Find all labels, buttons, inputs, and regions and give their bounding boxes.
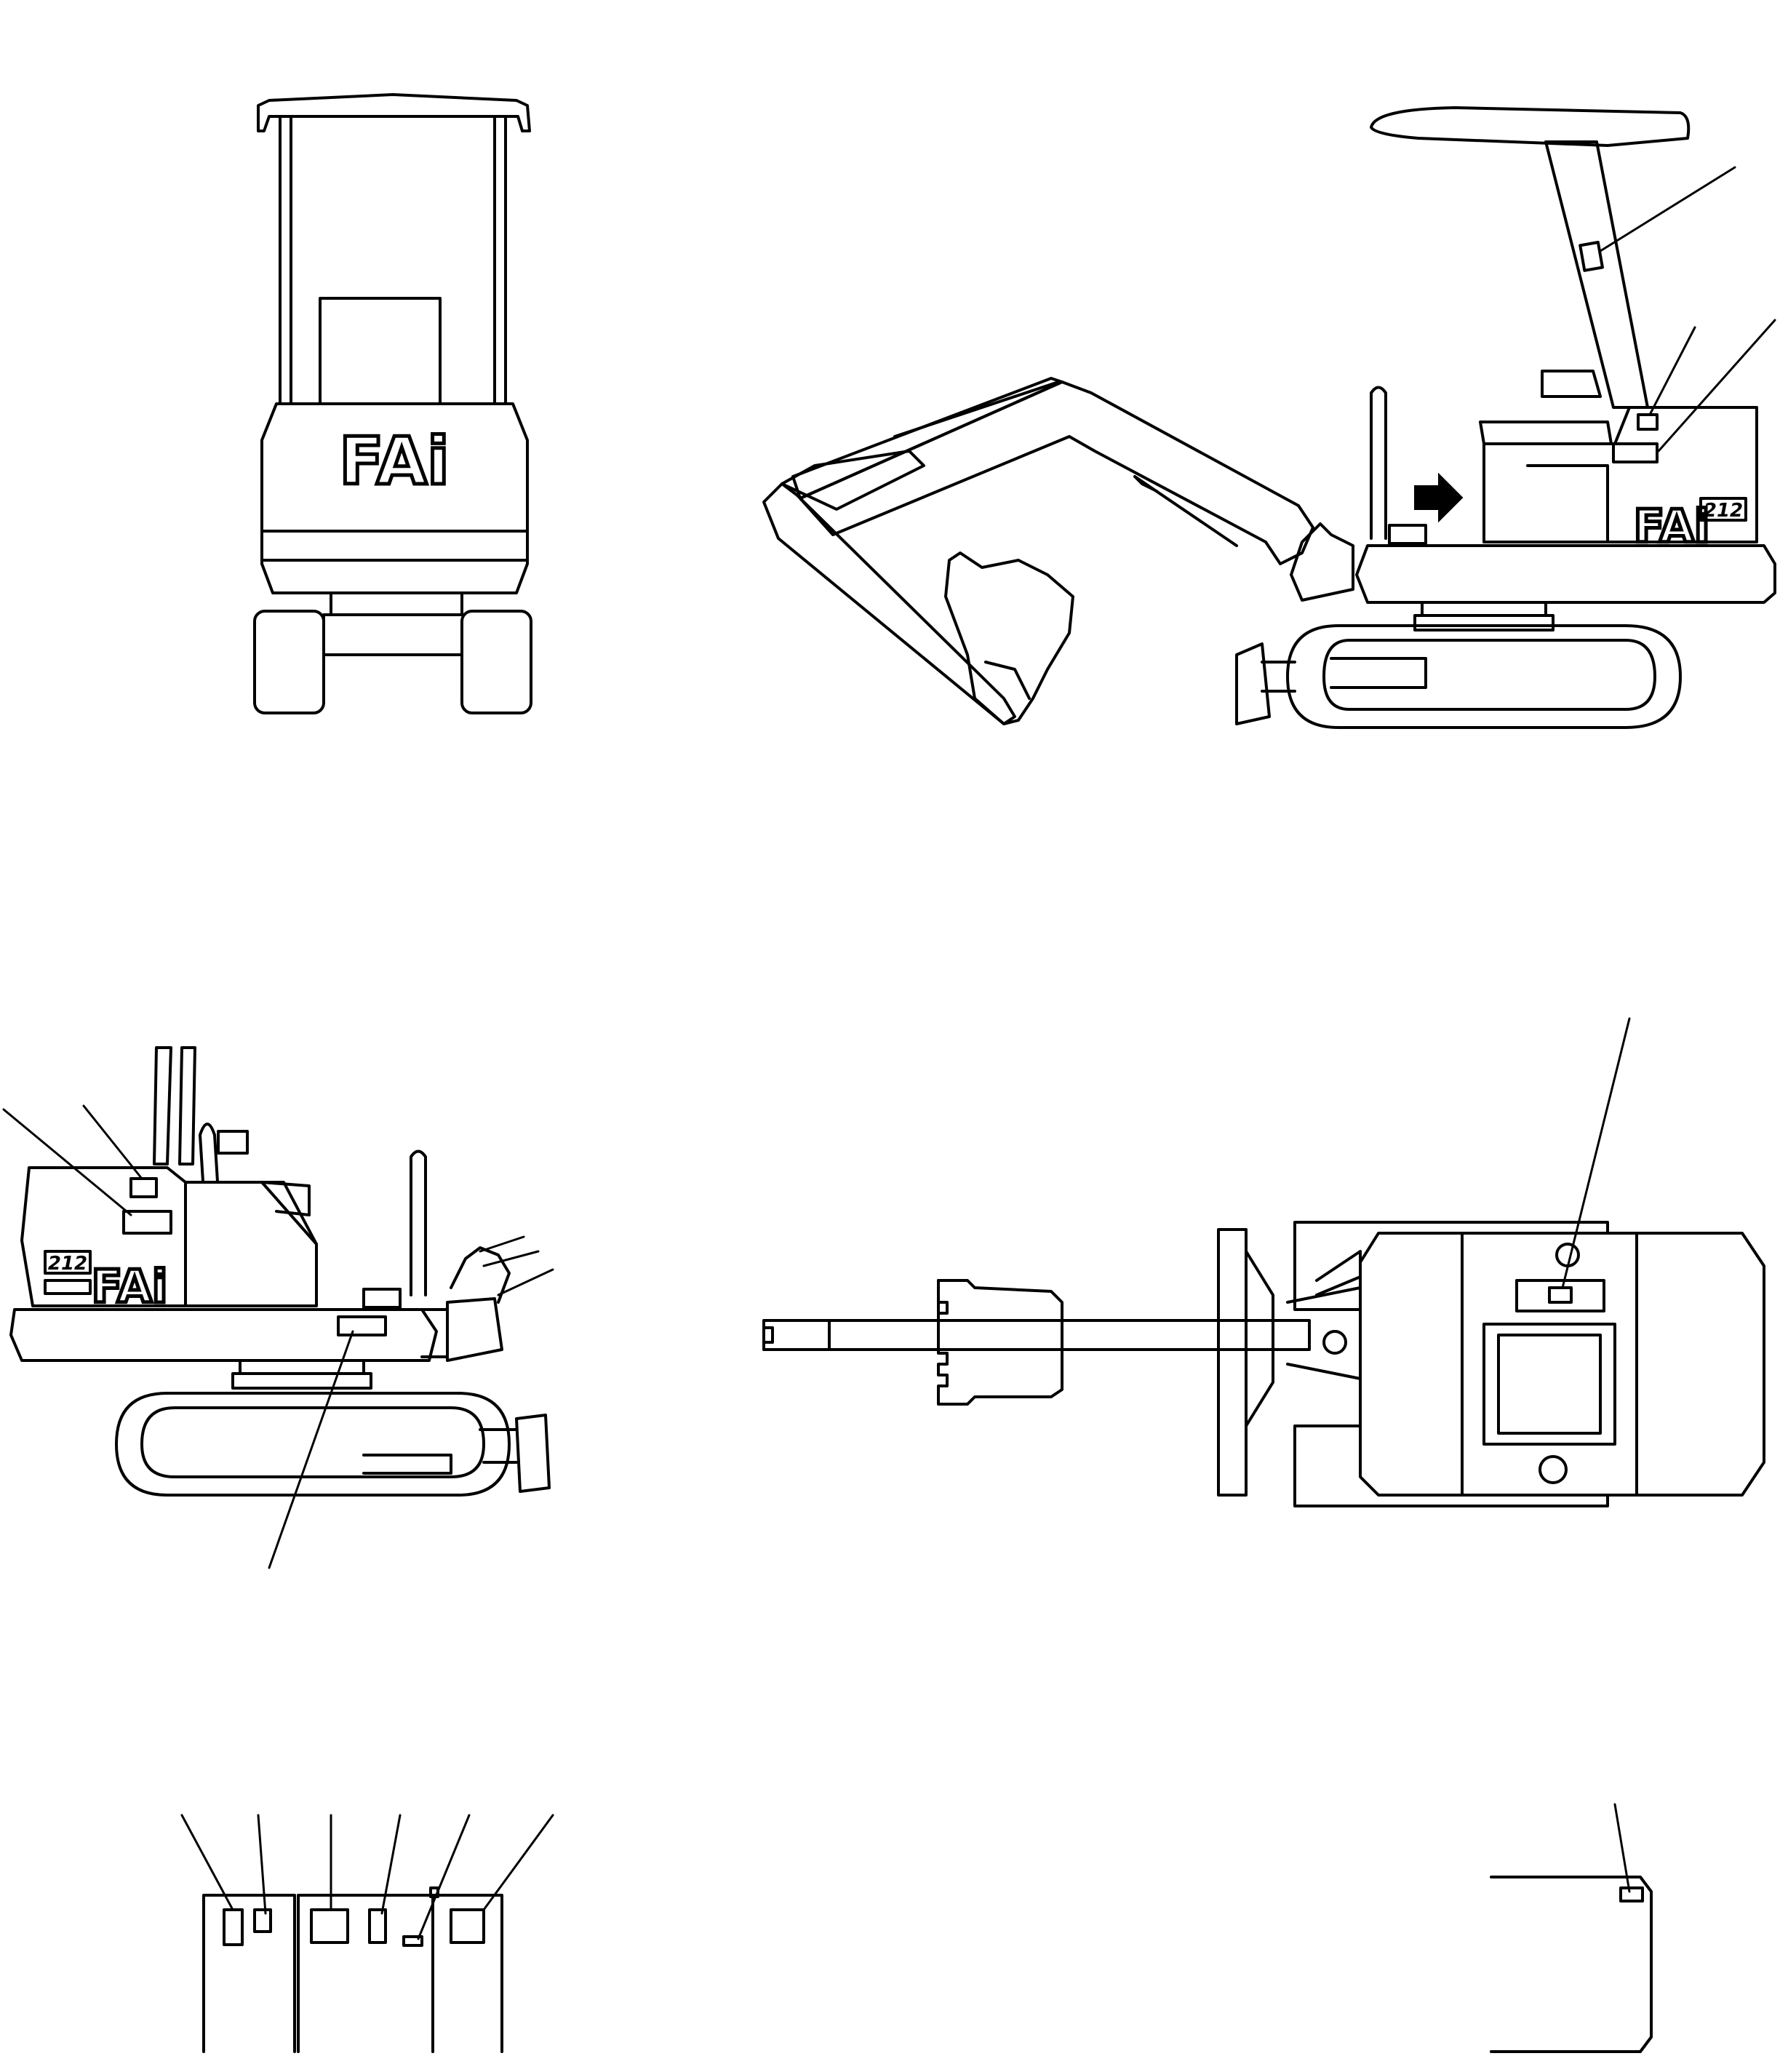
left-logo: FAi	[92, 1260, 167, 1313]
right-model-badge: 212	[1704, 500, 1743, 522]
left-side-view: 212 FAi	[2, 1046, 554, 1569]
front-logo: FAi	[339, 423, 450, 500]
right-side-view: FAi 212	[762, 106, 1776, 729]
front-view: FAi	[253, 93, 532, 714]
decal-strip-view	[180, 1814, 554, 2053]
direction-arrow-icon	[1414, 472, 1464, 523]
left-model-badge: 212	[48, 1253, 87, 1275]
top-view	[762, 1017, 1765, 1507]
rear-corner-view	[1490, 1803, 1653, 2053]
